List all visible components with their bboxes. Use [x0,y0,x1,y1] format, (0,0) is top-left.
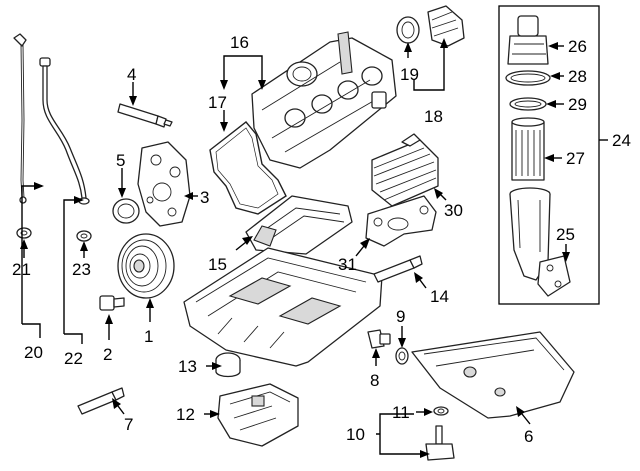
filter-cap-26 [507,15,549,65]
cap-seal-19 [396,16,420,44]
timing-cover-3 [137,141,191,227]
lower-oil-pan-6 [411,331,575,419]
callout-11: 11 [392,403,410,422]
callout-12: 12 [176,405,195,424]
callout-19: 19 [400,65,419,84]
cover-gasket [209,121,287,215]
callout-22: 22 [64,349,83,368]
sealant-tube-7 [77,387,125,415]
callout-31: 31 [338,255,357,274]
callout-21: 21 [12,260,31,279]
callout-7: 7 [124,415,133,434]
oil-pump-12 [217,383,299,447]
callout-1: 1 [144,327,153,346]
callout-15: 15 [208,255,227,274]
filter-group-frame [498,5,600,305]
dipstick-seal [16,227,32,239]
upper-oil-pan [183,247,383,367]
cooler-gasket-31 [365,195,437,247]
callout-23: 23 [72,260,91,279]
filter-housing [509,187,551,281]
callout-24: 24 [612,131,631,150]
callout-27: 27 [566,149,585,168]
callout-14: 14 [430,287,449,306]
callout-9: 9 [396,307,405,326]
callout-29: 29 [568,95,587,114]
callout-8: 8 [370,371,379,390]
oil-filler-cap [427,5,465,47]
callout-3: 3 [200,188,209,207]
callout-26: 26 [568,37,587,56]
drain-plug-8 [367,329,391,349]
washer-9 [395,347,409,365]
callout-20: 20 [24,343,43,362]
oil-strainer-13 [215,352,241,378]
cylinder-head-cover [251,31,397,169]
callout-13: 13 [178,357,197,376]
baffle-plate-15 [245,195,353,255]
callout-2: 2 [103,345,112,364]
housing-gasket-25 [537,255,571,297]
callout-30: 30 [444,201,463,220]
dipstick-tube [39,57,90,205]
oil-level-sensor-10 [425,425,455,461]
callout-5: 5 [116,151,125,170]
crank-seal-5 [112,198,140,224]
callout-4: 4 [127,65,136,84]
filter-element-27 [511,117,545,181]
filter-oring-29 [509,97,547,111]
crank-pulley-1 [117,233,175,299]
callout-28: 28 [568,67,587,86]
callout-10: 10 [346,425,365,444]
filter-oring-28 [505,70,551,86]
leader-lines [20,38,608,458]
callout-17: 17 [208,93,227,112]
pulley-bolt-2 [99,295,125,311]
sensor-seal-11 [433,406,449,416]
sealant-tube-14 [373,255,423,283]
dipstick [13,33,27,204]
callout-labels: 1 2 3 4 5 6 7 8 9 10 11 12 13 14 15 16 1… [12,33,631,446]
callout-6: 6 [524,427,533,446]
callout-16: 16 [230,33,249,52]
oil-cooler-30 [371,133,439,207]
sealant-tube-4 [117,103,173,128]
callout-18: 18 [424,107,443,126]
dipstick-tube-seal [76,230,92,242]
callout-25: 25 [556,225,575,244]
